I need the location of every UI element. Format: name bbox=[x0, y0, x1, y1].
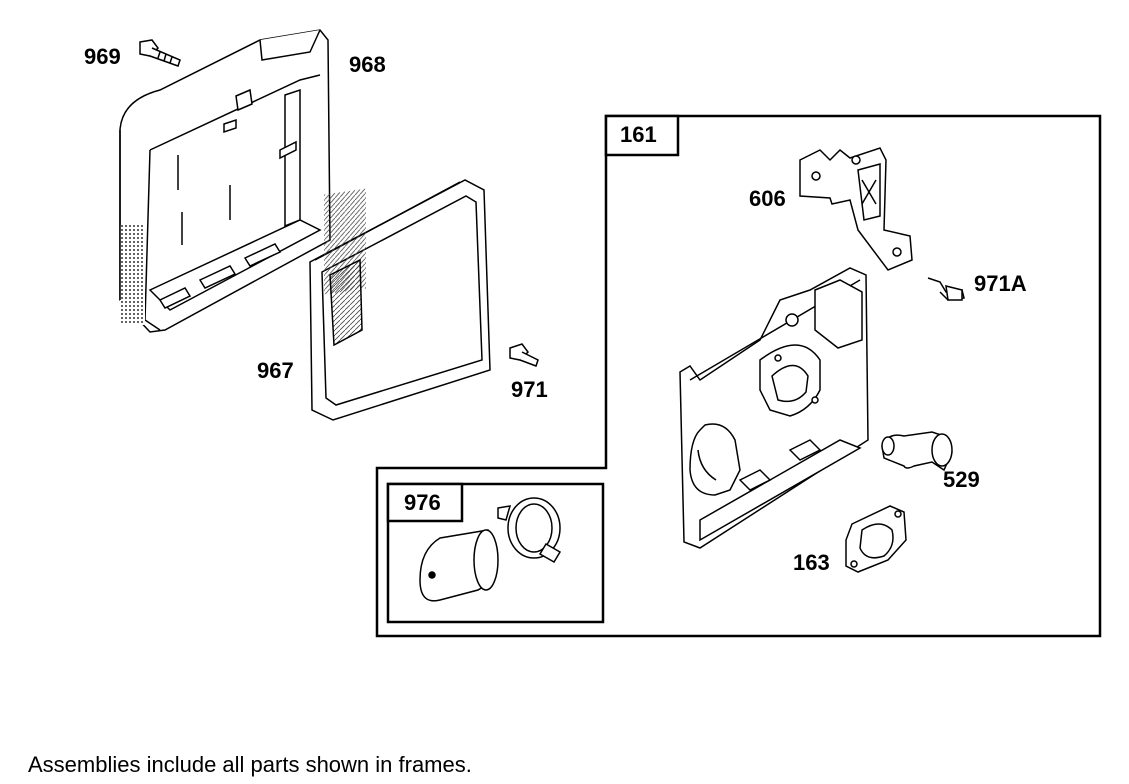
gasket-163 bbox=[845, 505, 907, 573]
part-label-968: 968 bbox=[349, 52, 386, 77]
part-label-163: 163 bbox=[793, 550, 830, 575]
part-label-971a: 971A bbox=[974, 271, 1027, 296]
screw-971a-icon bbox=[927, 277, 965, 301]
part-label-967: 967 bbox=[257, 358, 294, 383]
air-cleaner-base-968 bbox=[119, 29, 331, 333]
bracket-606 bbox=[799, 147, 913, 271]
air-filter-967 bbox=[309, 179, 491, 421]
screw-969-icon bbox=[139, 39, 181, 67]
cap-976 bbox=[419, 529, 499, 602]
frame-161 bbox=[375, 114, 1102, 638]
frame-label-976: 976 bbox=[404, 490, 441, 515]
part-label-971: 971 bbox=[511, 377, 548, 402]
part-label-969: 969 bbox=[84, 44, 121, 69]
part-label-606: 606 bbox=[749, 186, 786, 211]
footnote: Assemblies include all parts shown in fr… bbox=[28, 752, 472, 777]
frame-976 bbox=[386, 482, 605, 624]
part-label-529: 529 bbox=[943, 467, 980, 492]
clamp-976 bbox=[497, 497, 562, 564]
frame-label-161: 161 bbox=[620, 122, 657, 147]
carburetor-base-161 bbox=[679, 267, 869, 549]
screw-971-icon bbox=[509, 343, 539, 367]
elbow-529 bbox=[881, 431, 953, 472]
